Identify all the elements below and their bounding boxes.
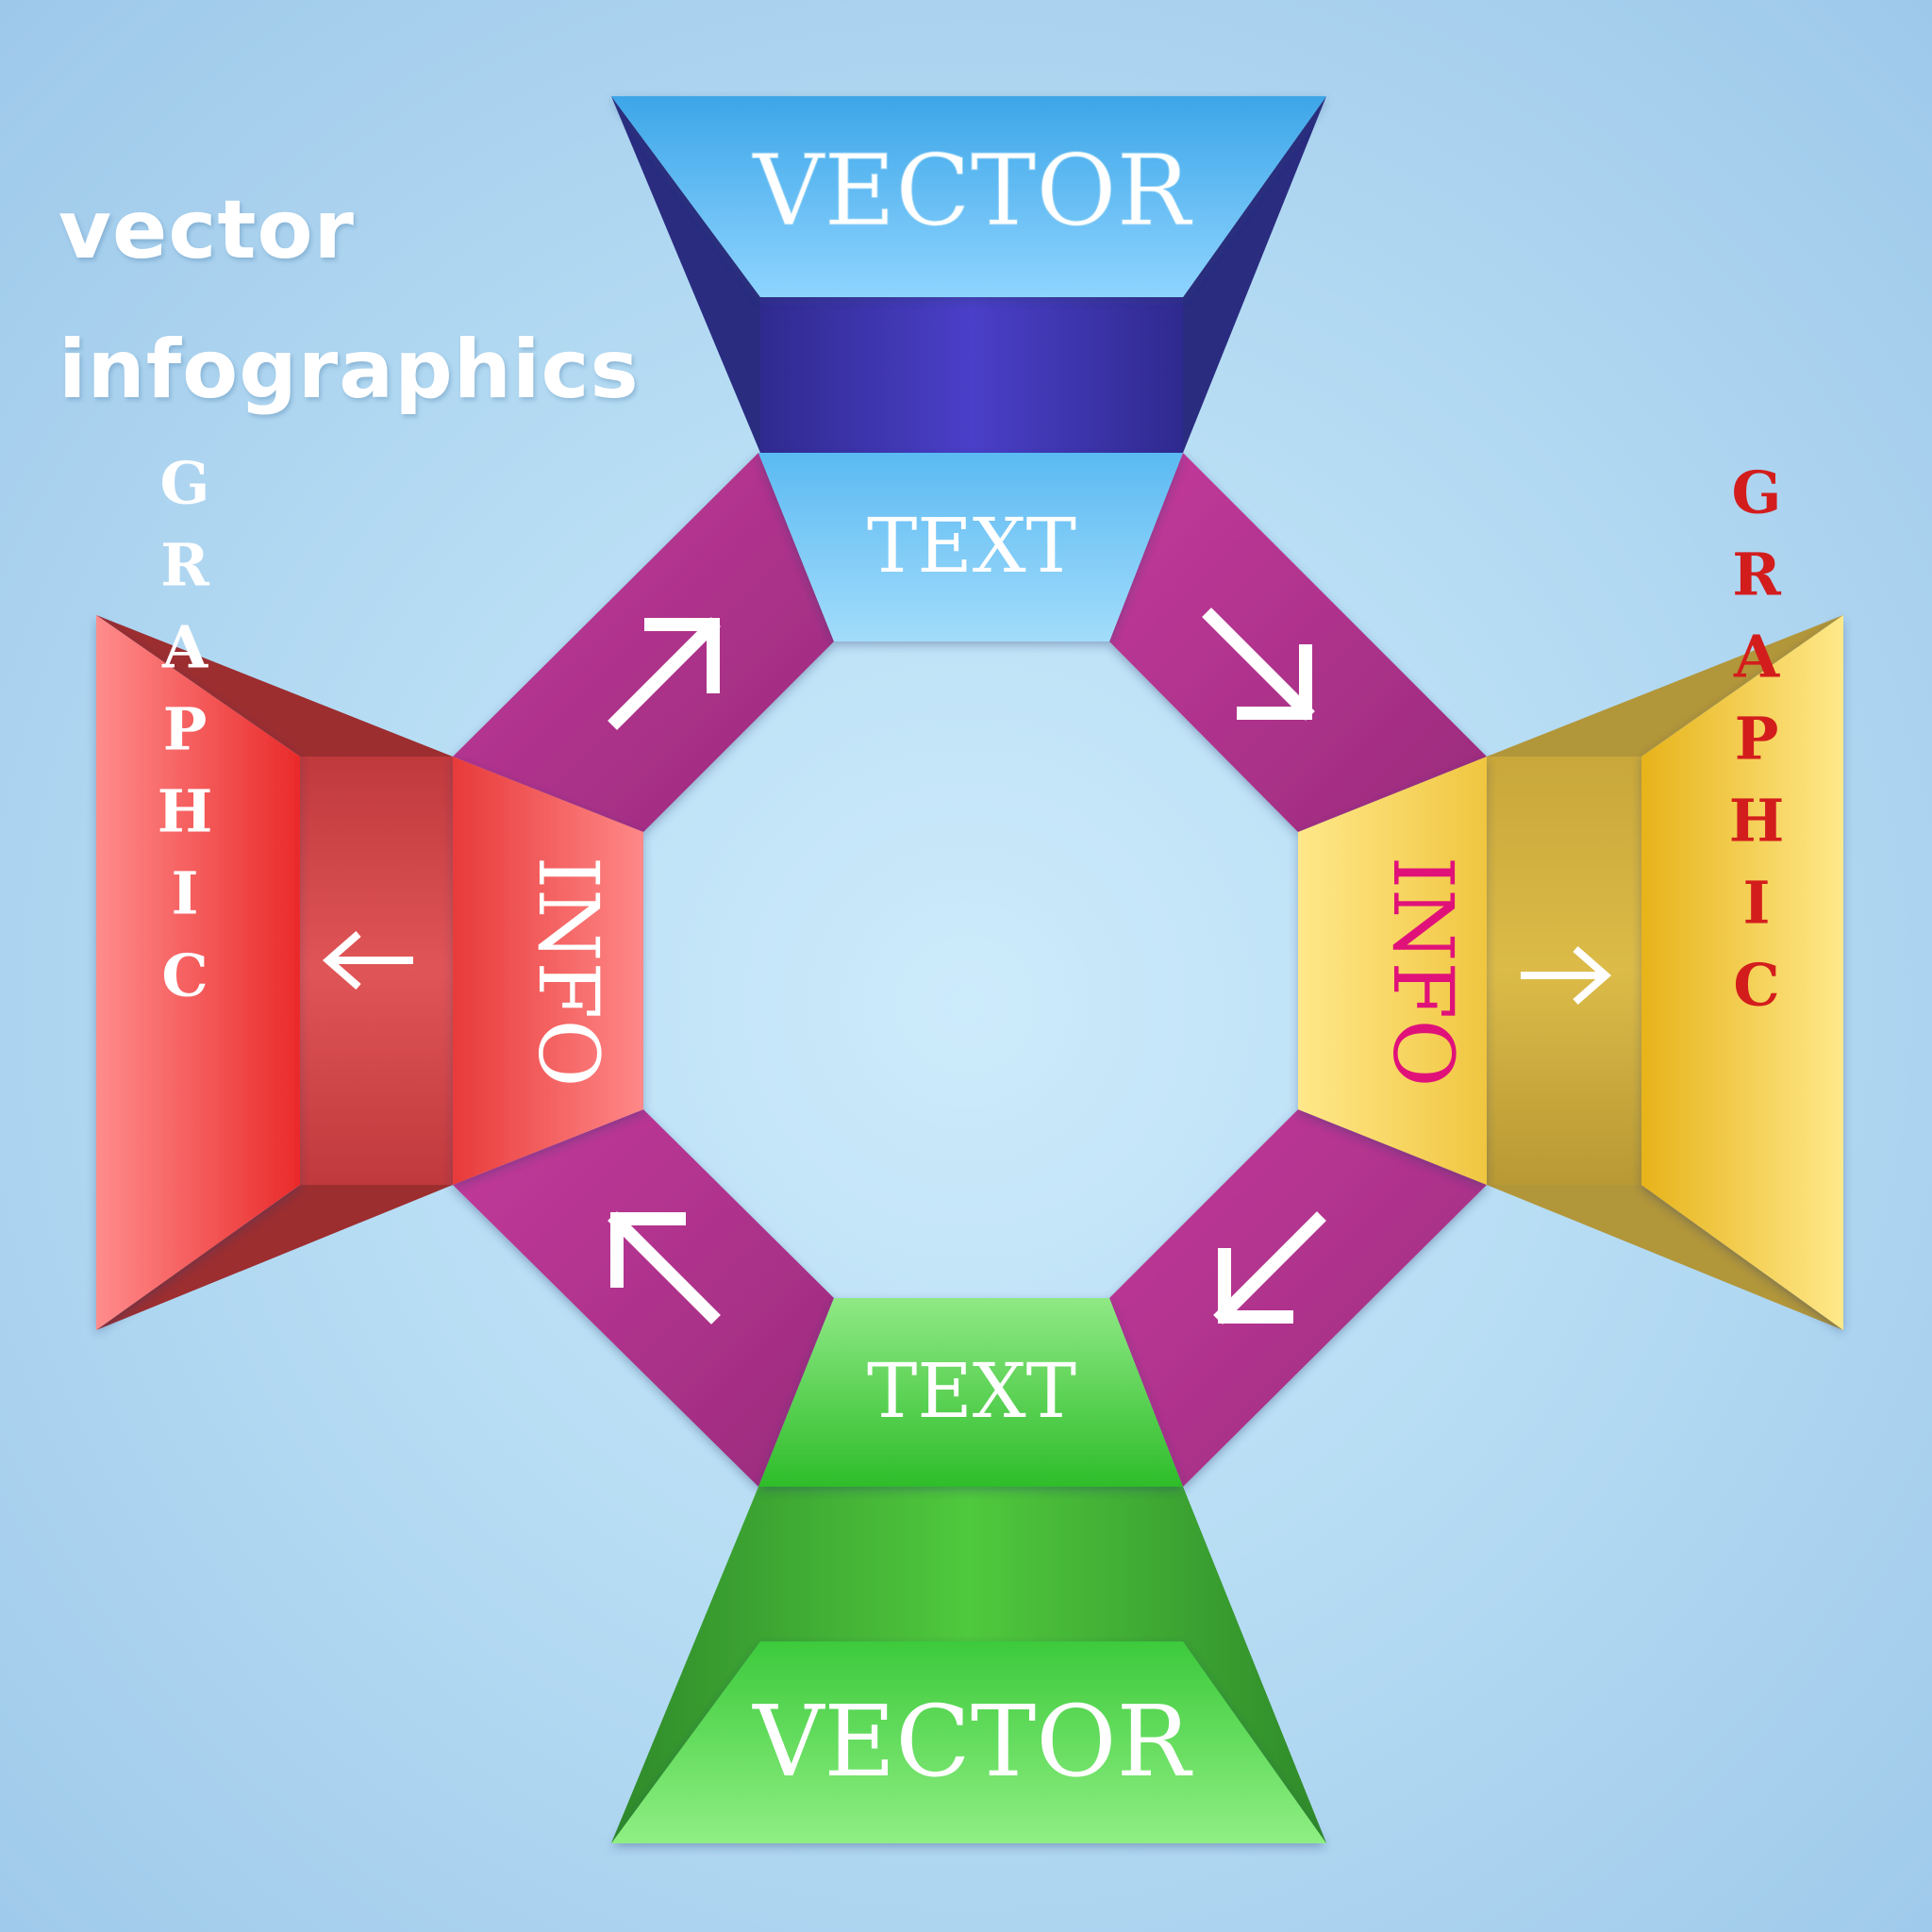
top-depth-band	[760, 297, 1183, 453]
right-inner-label: INFO	[1374, 857, 1472, 1088]
title-line-1: vector	[58, 183, 355, 277]
arrow-right-icon	[1521, 945, 1612, 1006]
arrow-down-left-icon	[1213, 1211, 1326, 1324]
right-depth-band	[1487, 757, 1641, 1185]
bottom-inner-label: TEXT	[867, 1347, 1076, 1435]
top-outer-label: VECTOR	[751, 133, 1192, 248]
connector-arrows	[608, 608, 1326, 1324]
left-outer-face	[96, 615, 300, 1330]
arrow-up-right-icon	[608, 617, 721, 730]
right-outer-face	[1641, 615, 1843, 1330]
left-side-bottom	[96, 1185, 453, 1330]
bottom-block: TEXT VECTOR	[611, 1298, 1326, 1843]
arrow-up-left-icon	[608, 1211, 721, 1324]
right-side-top	[1487, 615, 1843, 757]
right-block: GRAPHIC INFO	[1298, 458, 1843, 1330]
top-side-left	[611, 96, 760, 453]
bottom-outer-label: VECTOR	[751, 1684, 1192, 1799]
top-block: VECTOR TEXT	[611, 96, 1326, 641]
title-line-2: infographics	[58, 323, 640, 417]
top-side-right	[1183, 96, 1326, 453]
right-outer-label: GRAPHIC	[1723, 458, 1791, 1033]
top-outer-face	[611, 96, 1326, 297]
connector-top-right	[1109, 453, 1487, 832]
left-side-top	[96, 615, 453, 757]
left-inner-label: INFO	[520, 857, 617, 1088]
left-depth-band	[300, 757, 453, 1185]
left-block: GRAPHIC INFO	[96, 449, 643, 1330]
top-inner-face	[758, 453, 1183, 641]
top-inner-label: TEXT	[867, 502, 1076, 590]
left-inner-face	[453, 757, 643, 1185]
left-outer-label: GRAPHIC	[151, 449, 220, 1024]
page-title: vector infographics	[58, 160, 643, 440]
right-inner-face	[1298, 757, 1487, 1185]
connectors	[453, 453, 1487, 1487]
connector-bottom-right	[1109, 1109, 1487, 1487]
bottom-inner-face	[758, 1298, 1183, 1487]
connector-bottom-left	[453, 1109, 834, 1487]
right-side-bottom	[1487, 1185, 1843, 1330]
bottom-outer-face	[611, 1641, 1326, 1843]
connector-top-left	[453, 453, 834, 832]
arrow-left-icon	[322, 930, 413, 991]
arrow-down-right-icon	[1202, 608, 1315, 721]
